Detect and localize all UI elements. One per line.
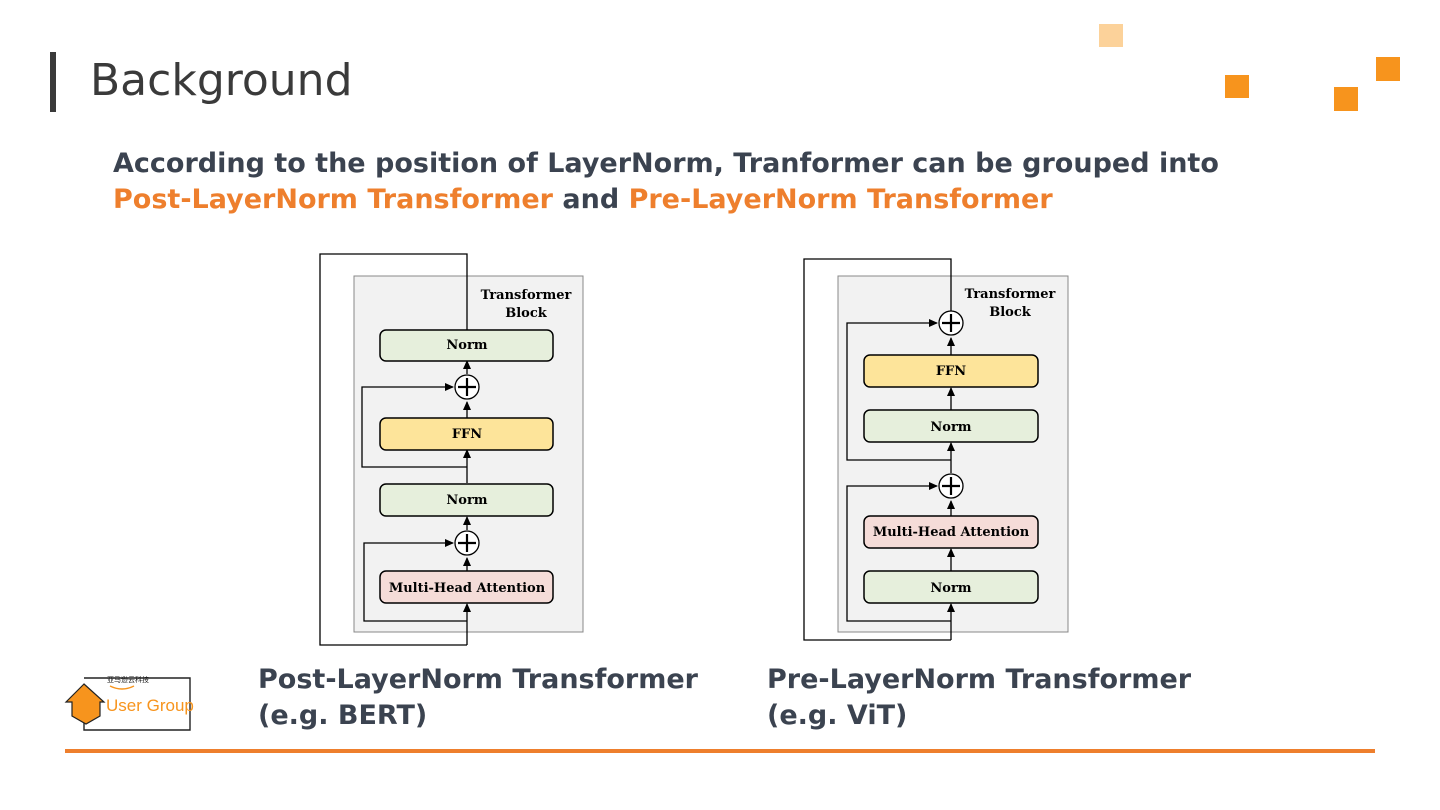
title-accent-bar [50, 52, 56, 112]
post-caption-line-2: (e.g. BERT) [258, 700, 428, 731]
decor-square-2 [1334, 87, 1358, 111]
lead-line-2: Post-LayerNorm Transformer and Pre-Layer… [113, 182, 1219, 218]
post-add-node-1 [454, 530, 480, 556]
pre-norm-upper-box [863, 409, 1039, 443]
pre-block-title-2: Block [989, 305, 1032, 320]
post-caption: Post-LayerNorm Transformer (e.g. BERT) [258, 662, 698, 734]
post-add-node-2 [454, 374, 480, 400]
lead-line-1: According to the position of LayerNorm, … [113, 148, 1219, 179]
post-norm-top-label: Norm [446, 338, 487, 353]
post-attention-box [379, 570, 554, 604]
decor-square-3 [1376, 57, 1400, 81]
pre-caption-line-1: Pre-LayerNorm Transformer [767, 664, 1192, 695]
pre-residual-1 [846, 482, 951, 622]
pre-ffn-label: FFN [936, 364, 966, 379]
post-residual-1 [363, 539, 467, 622]
post-layernorm-diagram: Transformer Block Norm FFN [319, 253, 584, 646]
pre-add-node-2 [938, 310, 964, 336]
pre-add-node-1 [938, 473, 964, 499]
lead-post-term: Post-LayerNorm Transformer [113, 184, 553, 215]
pre-norm-upper-label: Norm [930, 420, 971, 435]
pre-ffn-box [863, 354, 1039, 388]
post-ffn-box [379, 417, 554, 451]
footer-rule [65, 749, 1375, 753]
pre-caption-line-2: (e.g. ViT) [767, 700, 908, 731]
post-ffn-label: FFN [452, 427, 482, 442]
house-icon [64, 683, 106, 725]
logo-name: User Group [106, 696, 194, 715]
user-group-logo: 亚马逊云科技 User Group [64, 675, 194, 731]
logo-top-text: 亚马逊云科技 [107, 675, 149, 684]
pre-norm-lower-label: Norm [930, 581, 971, 596]
decor-square-1 [1225, 75, 1249, 98]
pre-layernorm-diagram: Transformer Block FFN Norm [803, 258, 1069, 641]
post-block-title-1: Transformer [481, 288, 572, 303]
post-attention-label: Multi-Head Attention [389, 581, 546, 596]
post-caption-line-1: Post-LayerNorm Transformer [258, 664, 698, 695]
lead-and: and [553, 184, 629, 215]
post-norm-mid-box [379, 483, 554, 517]
post-outer-loop [319, 253, 468, 646]
pre-residual-2 [846, 319, 951, 461]
pre-attention-box [863, 515, 1039, 549]
pre-caption: Pre-LayerNorm Transformer (e.g. ViT) [767, 662, 1191, 734]
pre-norm-lower-box [863, 570, 1039, 604]
logo-smile-icon [109, 685, 135, 690]
slide-title: Background [90, 55, 353, 106]
lead-pre-term: Pre-LayerNorm Transformer [628, 184, 1053, 215]
pre-block-title-1: Transformer [965, 287, 1056, 302]
post-block-title-2: Block [505, 306, 548, 321]
post-residual-2 [361, 383, 467, 468]
pre-outer-loop [803, 258, 952, 641]
pre-attention-label: Multi-Head Attention [873, 525, 1030, 540]
lead-text: According to the position of LayerNorm, … [113, 146, 1219, 218]
logo-frame [83, 677, 191, 731]
post-norm-top-box [379, 329, 554, 362]
decor-square-light [1099, 24, 1123, 47]
post-norm-mid-label: Norm [446, 493, 487, 508]
